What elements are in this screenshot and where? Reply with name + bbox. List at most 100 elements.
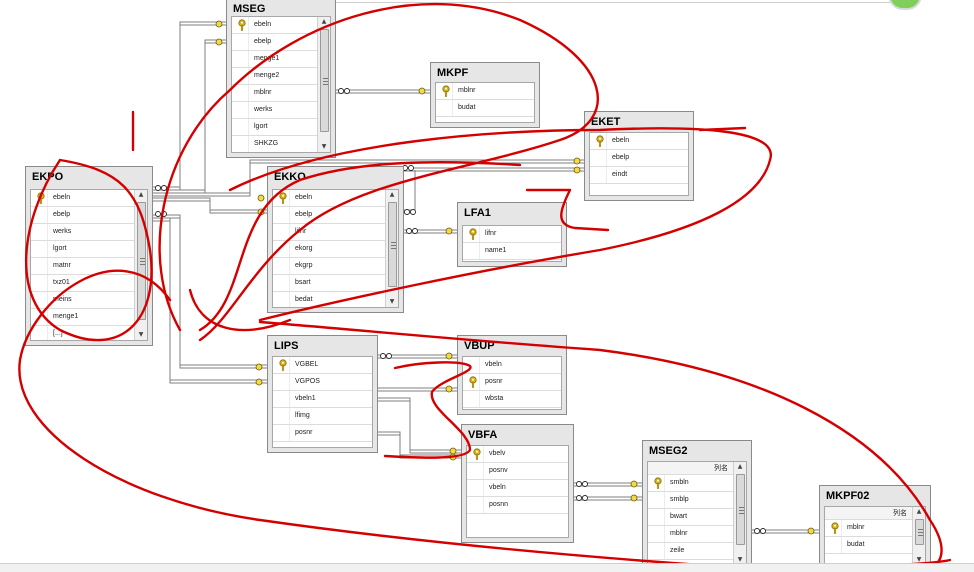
column-row[interactable]: ebeln	[31, 190, 135, 207]
vertical-scrollbar[interactable]: ▲▼	[733, 462, 746, 565]
row-selector[interactable]	[31, 275, 48, 291]
scrollbar-thumb[interactable]	[736, 474, 745, 545]
row-selector[interactable]	[31, 326, 48, 340]
row-selector[interactable]	[648, 543, 665, 559]
column-row[interactable]: bedat	[273, 292, 386, 307]
relation-ekpo-mseg[interactable]	[153, 39, 226, 191]
row-selector[interactable]	[463, 357, 480, 373]
column-row[interactable]: lifnr	[273, 224, 386, 241]
column-row[interactable]: menge1	[232, 51, 318, 68]
row-selector[interactable]	[232, 85, 249, 101]
row-selector[interactable]	[463, 391, 480, 407]
column-row[interactable]: lgort	[31, 241, 135, 258]
scrollbar-thumb[interactable]	[137, 202, 146, 320]
row-selector[interactable]	[31, 292, 48, 308]
column-row[interactable]: ekorg	[273, 241, 386, 258]
column-row[interactable]: ebelp	[232, 34, 318, 51]
row-selector[interactable]	[467, 497, 484, 513]
scrollbar-thumb[interactable]	[915, 519, 924, 545]
table-title[interactable]: VBFA	[468, 429, 498, 441]
vertical-scrollbar[interactable]: ▲▼	[385, 190, 398, 307]
vertical-scrollbar[interactable]: ▲▼	[317, 17, 330, 152]
row-selector[interactable]	[232, 34, 249, 50]
relation-ekpo-lips[interactable]	[153, 220, 267, 384]
row-selector[interactable]	[273, 258, 290, 274]
scroll-up-arrow-icon[interactable]: ▲	[138, 191, 144, 198]
vertical-scrollbar[interactable]: ▲▼	[134, 190, 147, 340]
relation-ekko-eket-2[interactable]	[404, 173, 416, 214]
column-row[interactable]: VGPOS	[273, 374, 372, 391]
column-row[interactable]: budat	[825, 537, 913, 554]
row-selector[interactable]	[232, 51, 249, 67]
row-selector[interactable]	[590, 167, 607, 183]
scroll-up-arrow-icon[interactable]: ▲	[916, 508, 922, 515]
column-row[interactable]: [...]	[31, 326, 135, 340]
column-row[interactable]: vbeln	[463, 357, 561, 374]
column-row[interactable]: mblnr	[436, 83, 534, 100]
column-row[interactable]: bsart	[273, 275, 386, 292]
column-row[interactable]: ebeln	[232, 17, 318, 34]
column-row[interactable]: ebelp	[273, 207, 386, 224]
scroll-up-arrow-icon[interactable]: ▲	[321, 18, 327, 25]
column-row[interactable]: ekgrp	[273, 258, 386, 275]
row-selector[interactable]	[467, 463, 484, 479]
row-selector[interactable]	[273, 425, 290, 441]
column-row[interactable]: smbln	[648, 475, 734, 492]
row-selector[interactable]	[436, 100, 453, 116]
column-row[interactable]: lgort	[232, 119, 318, 136]
relation-ekpo-mseg[interactable]	[153, 21, 226, 188]
row-selector[interactable]	[232, 136, 249, 152]
row-selector[interactable]	[31, 241, 48, 257]
table-title[interactable]: VBUP	[464, 340, 495, 352]
scroll-down-arrow-icon[interactable]: ▼	[321, 143, 327, 150]
column-row[interactable]: vbelv	[467, 446, 568, 463]
column-row[interactable]: werks	[31, 224, 135, 241]
row-selector[interactable]	[648, 526, 665, 542]
column-row[interactable]: ebelp	[31, 207, 135, 224]
row-selector[interactable]	[648, 509, 665, 525]
column-row[interactable]: menge2	[232, 68, 318, 85]
table-title[interactable]: EKET	[591, 116, 621, 128]
scrollbar-thumb[interactable]	[320, 29, 329, 132]
column-row[interactable]: vbeln	[467, 480, 568, 497]
column-row[interactable]: posnr	[273, 425, 372, 442]
row-selector[interactable]	[273, 292, 290, 307]
column-row[interactable]: vbeln1	[273, 391, 372, 408]
row-selector[interactable]	[273, 374, 290, 390]
row-selector[interactable]	[232, 119, 249, 135]
table-title[interactable]: MSEG	[233, 3, 266, 15]
relation-ekpo-mseg[interactable]	[153, 42, 226, 194]
scroll-down-arrow-icon[interactable]: ▼	[389, 298, 395, 305]
table-title[interactable]: LFA1	[464, 207, 491, 219]
row-selector[interactable]	[825, 537, 842, 553]
relation-lips-vbfa[interactable]	[378, 397, 461, 451]
column-row[interactable]: lfimg	[273, 408, 372, 425]
row-selector[interactable]	[273, 207, 290, 223]
horizontal-scrollbar[interactable]	[0, 563, 974, 572]
row-selector[interactable]	[273, 408, 290, 424]
column-row[interactable]: txz01	[31, 275, 135, 292]
column-row[interactable]: meins	[31, 292, 135, 309]
column-row[interactable]: matnr	[31, 258, 135, 275]
row-selector[interactable]	[31, 258, 48, 274]
column-row[interactable]: smblp	[648, 492, 734, 509]
vertical-scrollbar[interactable]: ▲▼	[912, 507, 925, 565]
table-title[interactable]: LIPS	[274, 340, 299, 352]
row-selector[interactable]	[273, 241, 290, 257]
column-row[interactable]: mblnr	[648, 526, 734, 543]
row-selector[interactable]	[590, 150, 607, 166]
row-selector[interactable]	[31, 207, 48, 223]
table-title[interactable]: EKPO	[32, 171, 64, 183]
column-row[interactable]: werks	[232, 102, 318, 119]
column-row[interactable]: VGBEL	[273, 357, 372, 374]
